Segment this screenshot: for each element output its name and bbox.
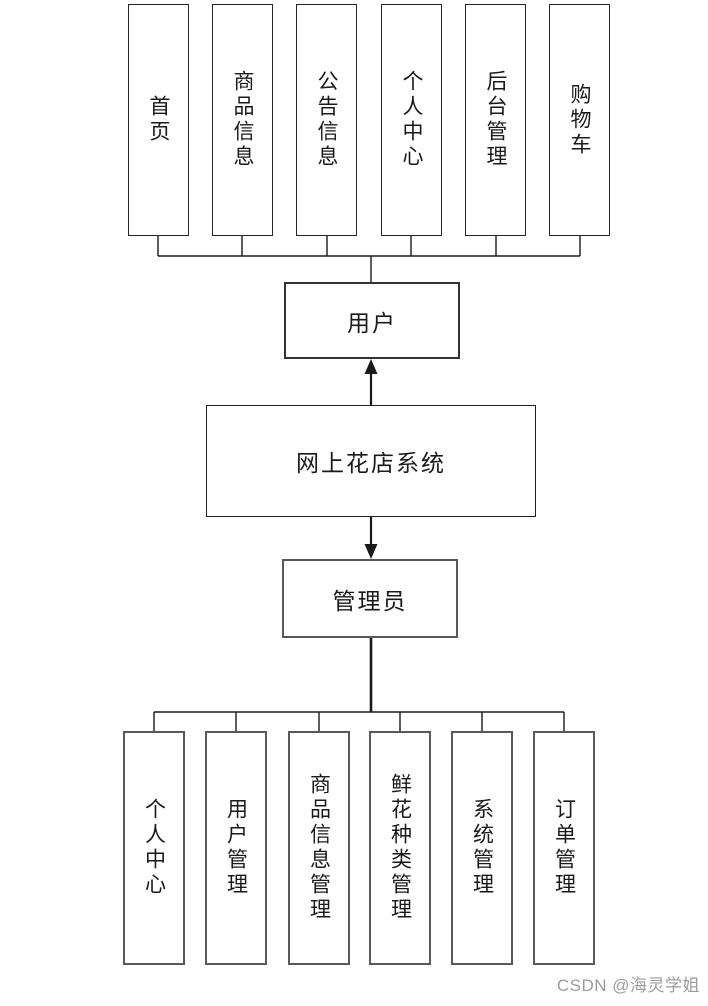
admin-module-box-personal-center: 个人中心 [123,731,185,965]
admin-module-box-user-management: 用户管理 [205,731,267,965]
admin-module-box-order-management: 订单管理 [533,731,595,965]
user-module-label-personal-center: 个人中心 [400,70,424,170]
admin-actor-label: 管理员 [332,588,408,614]
user-module-label-backend-management: 后台管理 [484,70,508,170]
admin-actor-box: 管理员 [282,559,458,638]
admin-module-label-system-management: 系统管理 [470,798,495,898]
admin-module-box-product-info-management: 商品信息管理 [288,731,350,965]
user-module-box-announcement-info: 公告信息 [296,4,357,236]
system-to-user-arrow [364,359,378,405]
admin-module-label-user-management: 用户管理 [224,798,249,898]
user-module-box-personal-center: 个人中心 [381,4,442,236]
system-to-user-arrowhead-up [364,359,378,374]
user-module-label-product-info: 商品信息 [231,70,255,170]
system-to-admin-arrowhead-down [364,544,378,559]
user-module-box-shopping-cart: 购物车 [549,4,610,236]
admin-module-box-flower-type-management: 鲜花种类管理 [369,731,431,965]
admin-module-box-system-management: 系统管理 [451,731,513,965]
admin-module-label-personal-center: 个人中心 [142,798,167,898]
admin-module-label-flower-type-management: 鲜花种类管理 [388,773,413,923]
top-bus-branch-lines [157,236,581,256]
user-module-box-backend-management: 后台管理 [465,4,526,236]
csdn-watermark: CSDN @海灵学姐 [556,976,700,995]
system-label: 网上花店系统 [296,451,446,476]
user-module-box-product-info: 商品信息 [212,4,273,236]
user-actor-label: 用户 [347,310,397,336]
user-module-box-home: 首页 [128,4,189,236]
bottom-bus-branch-lines [153,712,565,731]
user-module-label-announcement-info: 公告信息 [315,70,339,170]
system-box: 网上花店系统 [206,405,536,517]
admin-module-label-order-management: 订单管理 [552,798,577,898]
admin-module-label-product-info-management: 商品信息管理 [307,773,332,923]
user-actor-box: 用户 [284,282,460,359]
system-to-admin-arrow [364,517,378,559]
user-module-label-shopping-cart: 购物车 [568,82,592,158]
user-module-label-home: 首页 [147,95,171,145]
